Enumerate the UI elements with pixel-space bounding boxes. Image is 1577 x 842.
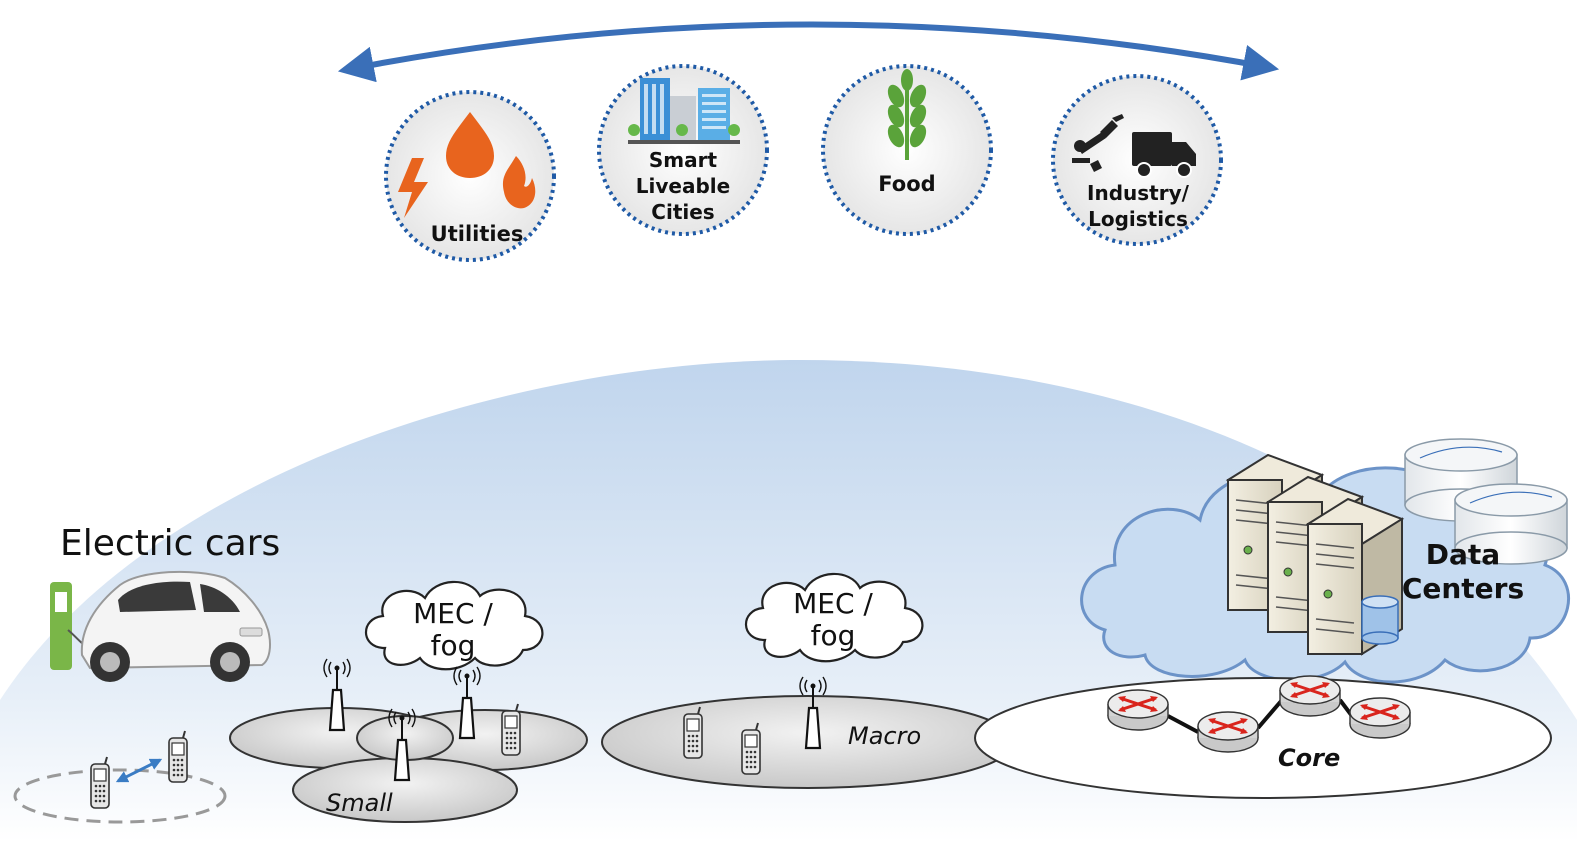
d2d-link-arrow <box>115 758 163 783</box>
sector-label-food: Food <box>878 172 936 196</box>
phone-icon <box>90 756 110 809</box>
router-icon <box>1348 696 1412 740</box>
robot-arm-truck-icon <box>1072 114 1196 178</box>
sector-smart-cities <box>597 64 769 236</box>
storage-disk-icon <box>1454 483 1568 565</box>
phone-icon <box>683 706 703 759</box>
macro-cell-label: Macro <box>848 722 922 750</box>
database-cylinder-icon <box>1361 595 1399 645</box>
electric-car-icon <box>80 570 271 682</box>
router-icon <box>1196 710 1260 754</box>
phone-icon <box>501 703 521 756</box>
sector-utilities <box>384 90 556 262</box>
phone-icon <box>168 730 188 783</box>
wheat-icon <box>887 69 927 160</box>
router-icon <box>1106 688 1170 732</box>
electric-cars-label: Electric cars <box>60 523 281 564</box>
router-icon <box>1278 674 1342 718</box>
mec-fog-label-small: MEC / fog <box>413 597 493 662</box>
city-buildings-icon <box>628 78 740 144</box>
small-cell-label: Small <box>326 789 393 817</box>
sector-food <box>821 64 993 236</box>
mec-fog-label-macro: MEC / fog <box>793 587 873 652</box>
sector-spectrum-arc-arrow <box>337 21 1280 83</box>
core-label: Core <box>1278 744 1341 772</box>
core-network-area <box>974 677 1552 799</box>
sector-label-smart-cities: Smart Liveable Cities <box>635 148 731 224</box>
sector-industry-logistics <box>1051 74 1223 246</box>
sector-label-utilities: Utilities <box>430 222 524 246</box>
sector-label-industry-logistics: Industry/ Logistics <box>1087 181 1189 231</box>
utilities-icon <box>398 112 536 218</box>
electric-car-charger-icon <box>50 582 96 670</box>
phone-icon <box>741 722 761 775</box>
data-centers-label: Data Centers <box>1401 538 1525 605</box>
